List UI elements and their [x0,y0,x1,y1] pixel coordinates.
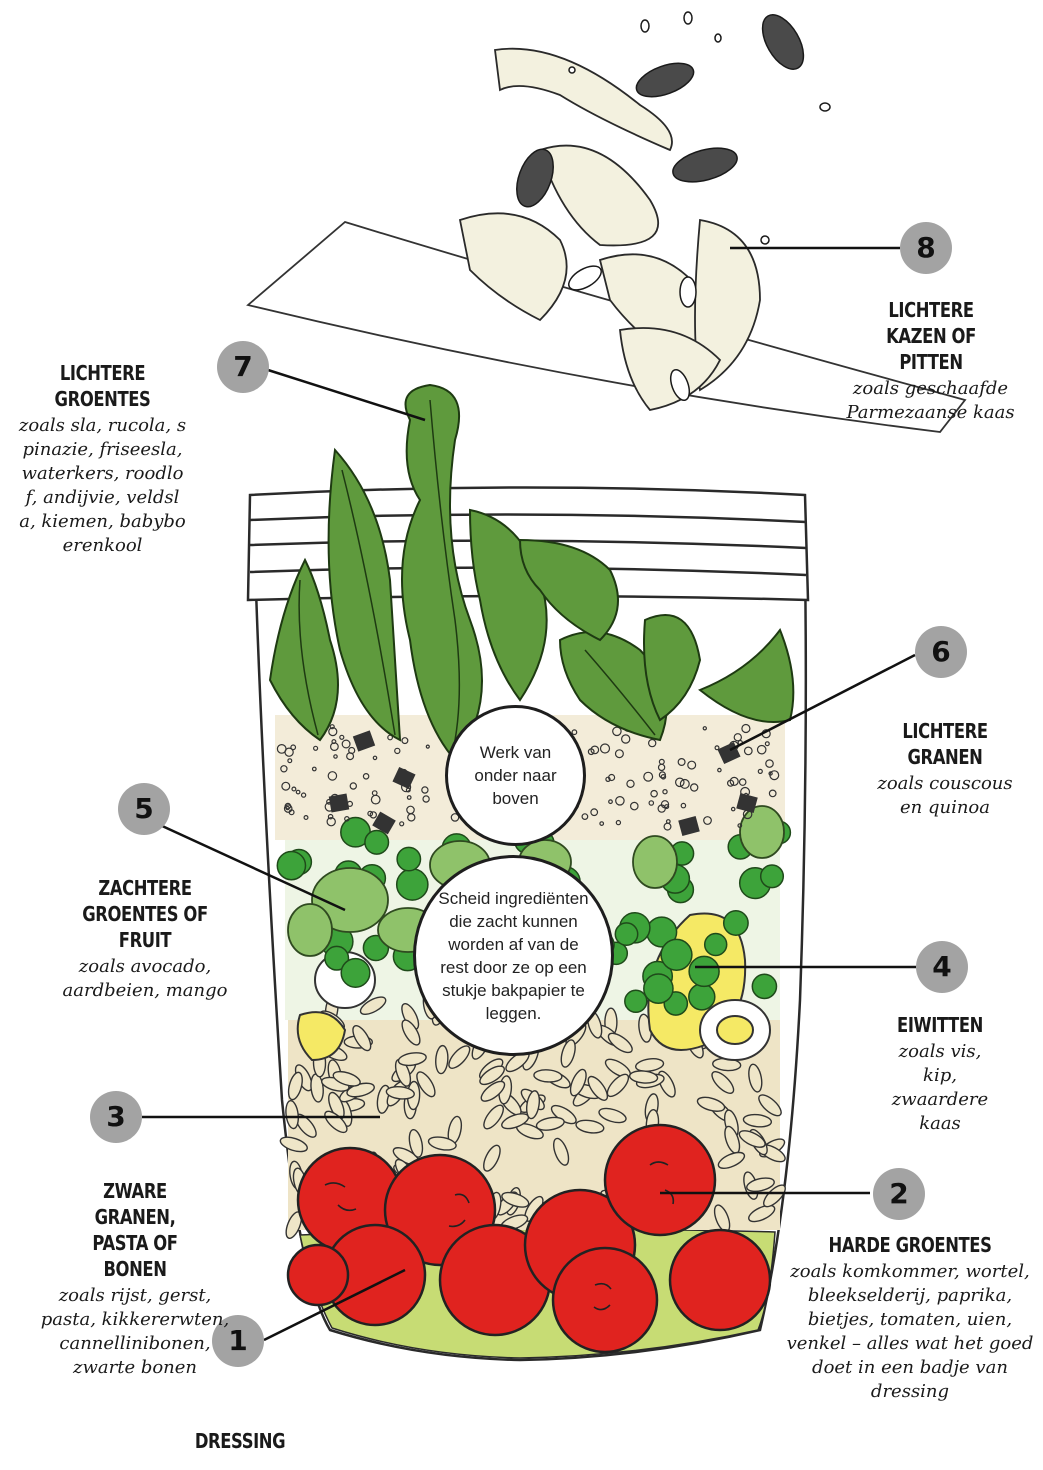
pea [277,852,305,880]
label-3-title: ZWARE GRANEN, PASTA OF BONEN [74,1178,197,1282]
badge-4: 4 [916,941,968,993]
badge-5: 5 [118,783,170,835]
label-4-title: EIWITTEN [870,1012,1009,1038]
label-dressing: DRESSING [150,1428,330,1454]
pea [365,831,389,855]
label-5-subtitle: zoals avocado, aardbeien, mango [60,955,230,1003]
pea [397,847,420,870]
pea [752,974,776,998]
label-8-subtitle: zoals geschaafde Parmezaanse kaas [843,377,1018,425]
pea [689,984,715,1010]
label-soft-vegetables: ZACHTERE GROENTES OF FRUIT zoals avocado… [40,875,250,1003]
badge-3: 3 [90,1091,142,1143]
label-6-title: LICHTERE GRANEN [867,718,1023,770]
pea [689,956,719,986]
pea [341,959,370,988]
label-2-subtitle: zoals komkommer, wortel, bleekselderij, … [785,1260,1035,1404]
label-3-subtitle: zoals rijst, gerst, pasta, kikkererwten,… [40,1284,230,1380]
label-7-subtitle: zoals sla, rucola, spinazie, friseesla, … [18,414,188,558]
label-light-cheese-seeds: LICHTERE KAZEN OF PITTEN zoals geschaafd… [838,297,1023,425]
label-7-title: LICHTERE GROENTES [23,360,183,412]
label-5-title: ZACHTERE GROENTES OF FRUIT [67,875,223,953]
label-light-grains: LICHTERE GRANEN zoals couscous en quinoa [850,718,1040,820]
bubble-top-text: Werk van onder naar boven [468,741,563,810]
pea [644,974,673,1003]
label-proteins: EIWITTEN zoals vis, kip, zwaardere kaas [855,1012,1025,1136]
label-8-title: LICHTERE KAZEN OF PITTEN [861,297,1000,375]
badge-2: 2 [873,1168,925,1220]
pea [705,934,727,956]
label-hard-vegetables: HARDE GROENTES zoals komkommer, wortel, … [785,1232,1035,1404]
badge-8: 8 [900,222,952,274]
label-1-title: DRESSING [166,1428,314,1454]
pea [724,911,748,935]
pea [615,923,637,945]
bubble-middle-text: Scheid ingrediënten die zacht kunnen wor… [436,887,591,1025]
badge-7: 7 [217,341,269,393]
label-light-vegetables: LICHTERE GROENTES zoals sla, rucola, spi… [5,360,200,558]
label-2-title: HARDE GROENTES [808,1232,1013,1258]
badge-6: 6 [915,626,967,678]
pea [397,869,428,900]
label-heavy-grains: ZWARE GRANEN, PASTA OF BONEN zoals rijst… [25,1178,245,1380]
label-6-subtitle: zoals couscous en quinoa [870,772,1020,820]
label-4-subtitle: zoals vis, kip, zwaardere kaas [885,1040,995,1136]
pea [625,990,647,1012]
bubble-work-bottom-to-top: Werk van onder naar boven [445,705,586,846]
pea [661,939,692,970]
pea [761,865,784,888]
bubble-separate-tip: Scheid ingrediënten die zacht kunnen wor… [413,855,614,1056]
